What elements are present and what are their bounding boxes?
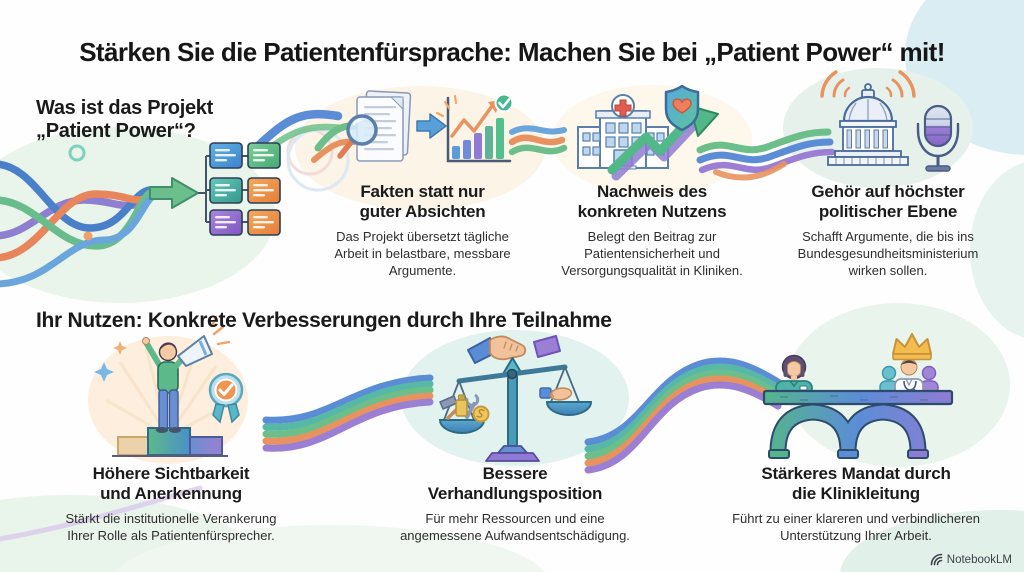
bridge-people-crown-icon	[762, 333, 954, 459]
flow-ribbons-row2	[0, 357, 782, 542]
benefit-column-negotiation-body: Für mehr Ressourcen und eine angemessene…	[400, 511, 630, 544]
section1-heading: Was ist das Projekt „Patient Power“?	[36, 96, 213, 143]
page-title: Stärken Sie die Patientenfürsprache: Mac…	[79, 37, 945, 68]
fact-column-facts-body: Das Projekt übersetzt tägliche Arbeit in…	[334, 229, 511, 279]
document-magnifier-chart-icon	[337, 90, 514, 163]
notebooklm-logo-icon	[930, 553, 943, 566]
fact-column-proof-body: Belegt den Beitrag zur Patientensicherhe…	[561, 229, 743, 279]
benefit-column-mandate: Stärkeres Mandat durch die Klinikleitung…	[706, 464, 1006, 544]
parliament-microphone-icon	[820, 70, 960, 172]
fact-column-politics: Gehör auf höchster politischer Ebene Sch…	[780, 182, 996, 280]
fact-column-proof-heading: Nachweis des konkreten Nutzens	[577, 182, 727, 222]
fact-column-politics-body: Schafft Argumente, die bis ins Bundesges…	[797, 229, 979, 279]
handshake-balance-scale-icon	[438, 335, 593, 462]
fact-column-proof: Nachweis des konkreten Nutzens Belegt de…	[552, 182, 752, 280]
benefit-column-visibility-heading: Höhere Sichtbarkeit und Anerkennung	[92, 464, 250, 504]
benefit-column-visibility-body: Stärkt die institutionelle Verankerung I…	[65, 511, 277, 544]
megaphone-person-award-icon	[94, 315, 244, 457]
notebooklm-brand-label: NotebookLM	[946, 553, 1012, 566]
notebooklm-watermark: NotebookLM	[930, 553, 1012, 566]
benefit-column-negotiation: Bessere Verhandlungsposition Für mehr Re…	[384, 464, 646, 544]
benefit-column-visibility: Höhere Sichtbarkeit und Anerkennung Stär…	[40, 464, 302, 544]
section2-heading: Ihr Nutzen: Konkrete Verbesserungen durc…	[36, 309, 612, 333]
benefit-column-negotiation-heading: Bessere Verhandlungsposition	[427, 464, 603, 504]
tangled-ribbons-to-flowchart-icon	[68, 142, 281, 241]
benefit-column-mandate-body: Führt zu einer klareren und verbindliche…	[732, 511, 980, 544]
fact-column-facts: Fakten statt nur guter Absichten Das Pro…	[330, 182, 515, 280]
fact-column-facts-heading: Fakten statt nur guter Absichten	[359, 182, 486, 222]
fact-column-politics-heading: Gehör auf höchster politischer Ebene	[811, 182, 965, 222]
hospital-shield-heart-arrow-icon	[577, 84, 719, 181]
benefit-column-mandate-heading: Stärkeres Mandat durch die Klinikleitung	[761, 464, 951, 504]
